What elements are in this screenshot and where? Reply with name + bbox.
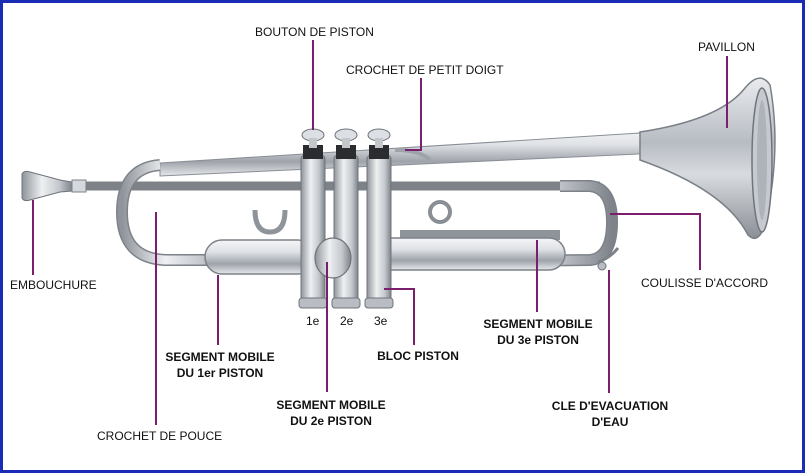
label-segment-2: SEGMENT MOBILE DU 2e PISTON [269,397,393,429]
label-cle-line2: D'EAU [591,415,629,429]
piston-number-1: 1e [306,314,320,328]
bell [639,77,776,240]
piston-number-2: 2e [340,314,354,328]
leader-coulisse-accord [610,213,701,270]
label-segment-1: SEGMENT MOBILE DU 1er PISTON [158,349,282,381]
label-bouton-piston: BOUTON DE PISTON [255,25,374,39]
tuning-slide [389,180,619,268]
label-bloc-piston: BLOC PISTON [377,349,459,363]
main-loop-left [115,159,230,266]
label-cle-evacuation: CLE D'EVACUATION D'EAU [540,398,680,430]
pinky-ring [394,148,452,224]
label-segment-1-line1: SEGMENT MOBILE [165,350,275,364]
leader-crochet-petit-doigt [405,78,422,151]
leader-lines [32,40,728,425]
label-segment-3: SEGMENT MOBILE DU 3e PISTON [476,316,600,348]
label-crochet-pouce: CROCHET DE POUCE [97,429,223,443]
mouthpiece [21,170,87,202]
valve-block [298,154,394,309]
first-valve-slide [204,239,316,275]
label-embouchure: EMBOUCHURE [10,278,97,292]
label-coulisse-accord: COULISSE D'ACCORD [641,276,768,290]
second-valve-slide [314,237,352,279]
leader-bloc-piston [384,288,415,345]
label-segment-1-line2: DU 1er PISTON [176,366,264,380]
valve-buttons [301,128,391,159]
label-pavillon: PAVILLON [698,40,755,54]
label-cle-line1: CLE D'EVACUATION [551,399,669,413]
third-valve-slide [369,237,566,271]
label-segment-3-line2: DU 3e PISTON [497,333,579,347]
thumb-hook [252,209,288,235]
piston-number-3: 3e [374,314,388,328]
label-segment-2-line2: DU 2e PISTON [290,414,372,428]
water-key [597,247,620,271]
label-segment-3-line1: SEGMENT MOBILE [483,317,593,331]
label-crochet-petit-doigt: CROCHET DE PETIT DOIGT [346,63,504,77]
label-segment-2-line1: SEGMENT MOBILE [276,398,386,412]
